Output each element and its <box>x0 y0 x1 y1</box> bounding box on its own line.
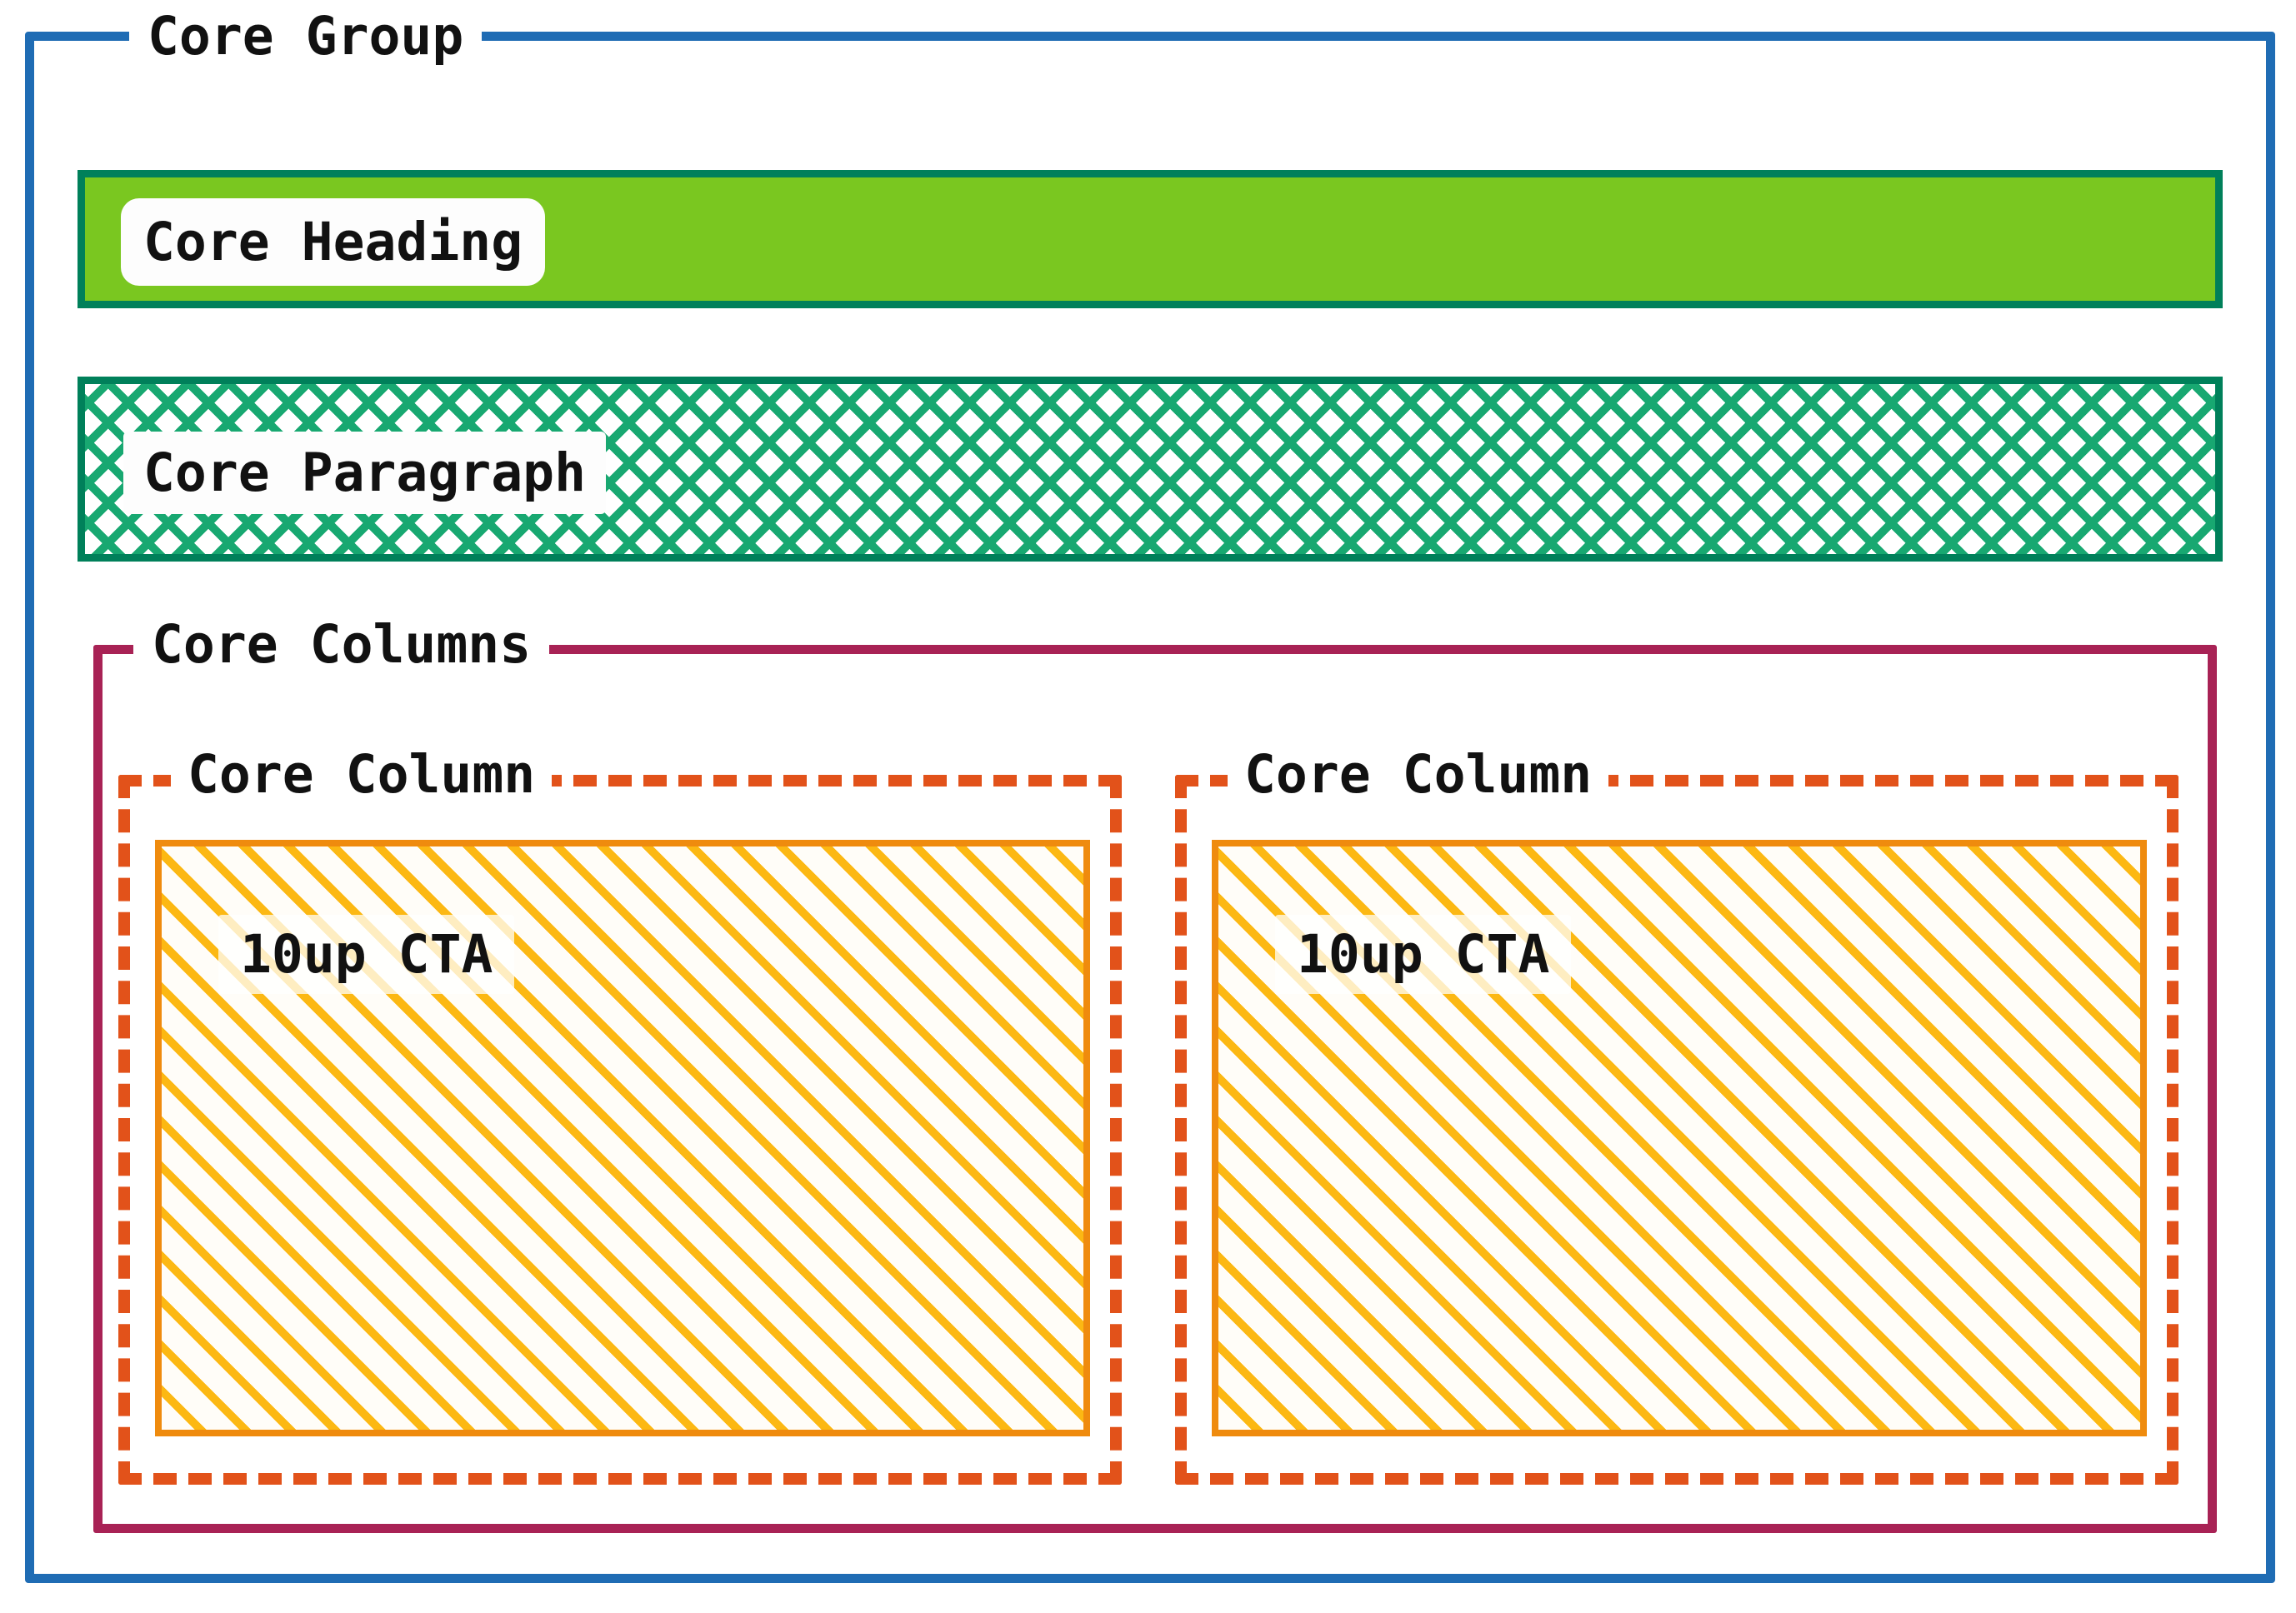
core-column-block-left[interactable] <box>118 775 1122 1485</box>
core-columns-block[interactable] <box>93 645 2217 1533</box>
core-paragraph-label: Core Paragraph <box>123 432 607 514</box>
core-group-label: Core Group <box>129 10 483 62</box>
core-heading-label: Core Heading <box>121 198 546 286</box>
core-paragraph-block[interactable] <box>78 377 2223 562</box>
tenup-cta-label-right: 10up CTA <box>1275 915 1572 994</box>
core-column-label-left: Core Column <box>171 748 553 801</box>
tenup-cta-label-left: 10up CTA <box>218 915 515 994</box>
core-columns-label: Core Columns <box>133 618 550 671</box>
core-column-label-right: Core Column <box>1228 748 1609 801</box>
